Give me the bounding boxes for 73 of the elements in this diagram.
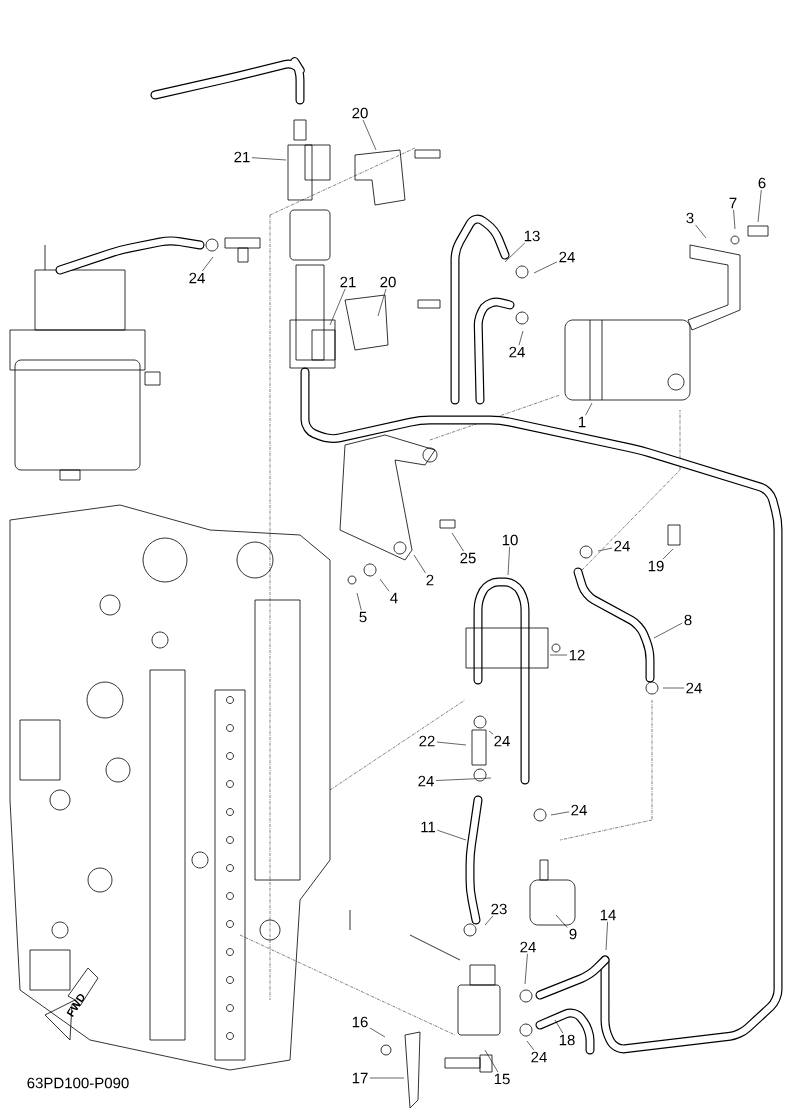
callout-number: 24 [612, 539, 632, 553]
leader-line [356, 592, 362, 611]
leader-line [585, 402, 593, 416]
callout-number: 24 [187, 271, 207, 285]
leader-line [437, 829, 467, 841]
callout-number: 1 [576, 415, 588, 429]
callout-number: 6 [756, 176, 768, 190]
leader-line [524, 953, 528, 985]
callout-number: 10 [500, 533, 520, 547]
callout-number: 7 [727, 196, 739, 210]
leader-line [662, 687, 685, 689]
callout-number: 16 [350, 1015, 370, 1029]
callout-number: 22 [417, 734, 437, 748]
leader-line [757, 189, 762, 223]
callout-number: 17 [350, 1071, 370, 1085]
callout-number: 9 [567, 927, 579, 941]
callout-number: 11 [419, 820, 437, 834]
leader-line [362, 119, 377, 151]
callout-number: 24 [507, 345, 527, 359]
leader-line [377, 288, 387, 317]
callout-number: 24 [518, 940, 538, 954]
figure-code: 63PD100-P090 [27, 1077, 129, 1089]
callout-number: 23 [489, 902, 509, 916]
callout-number: 20 [378, 275, 398, 289]
callout-number: 8 [682, 613, 694, 627]
callout-number: 12 [567, 648, 587, 662]
leader-line [653, 622, 683, 639]
leader-line [555, 914, 568, 928]
leader-line [533, 261, 558, 274]
callout-number: 24 [529, 1050, 549, 1064]
leader-line [451, 532, 464, 552]
callout-number: 19 [646, 559, 666, 573]
leader-line [550, 811, 570, 816]
leader-line [329, 288, 346, 326]
leader-line [662, 548, 674, 560]
callout-number: 24 [416, 774, 436, 788]
callout-number: 3 [684, 211, 696, 225]
callout-number: 25 [458, 551, 478, 565]
leader-line [695, 224, 707, 239]
callout-number: 15 [492, 1072, 512, 1086]
leader-line [597, 547, 613, 552]
callout-number: 18 [557, 1033, 577, 1047]
leader-line [484, 1049, 499, 1073]
callout-number: 2 [424, 573, 436, 587]
leader-line [251, 157, 287, 161]
callout-number: 24 [684, 681, 704, 695]
leader-line [488, 730, 494, 735]
leader-line [436, 741, 467, 746]
callout-number: 20 [350, 106, 370, 120]
callout-number: 13 [522, 229, 542, 243]
leader-line [435, 777, 492, 781]
callout-number: 5 [357, 610, 369, 624]
leader-line [484, 915, 494, 926]
leader-line [605, 921, 608, 951]
leader-line [369, 1027, 386, 1038]
callout-number: 24 [569, 803, 589, 817]
leader-line [526, 1040, 535, 1051]
callout-number: 21 [232, 150, 252, 164]
leader-line [554, 1019, 564, 1034]
leader-line [413, 554, 426, 574]
leader-line [507, 546, 510, 576]
callout-number: 14 [598, 908, 618, 922]
leader-line [369, 1077, 405, 1079]
leader-line [504, 242, 526, 263]
callout-number: 24 [557, 250, 577, 264]
leader-line [201, 256, 214, 272]
leader-line [733, 209, 736, 230]
callout-number: 24 [492, 734, 512, 748]
leader-line [518, 330, 524, 346]
leader-line [379, 578, 390, 592]
callout-number: 4 [388, 591, 400, 605]
callout-number: 21 [338, 275, 358, 289]
leader-line [549, 654, 568, 656]
